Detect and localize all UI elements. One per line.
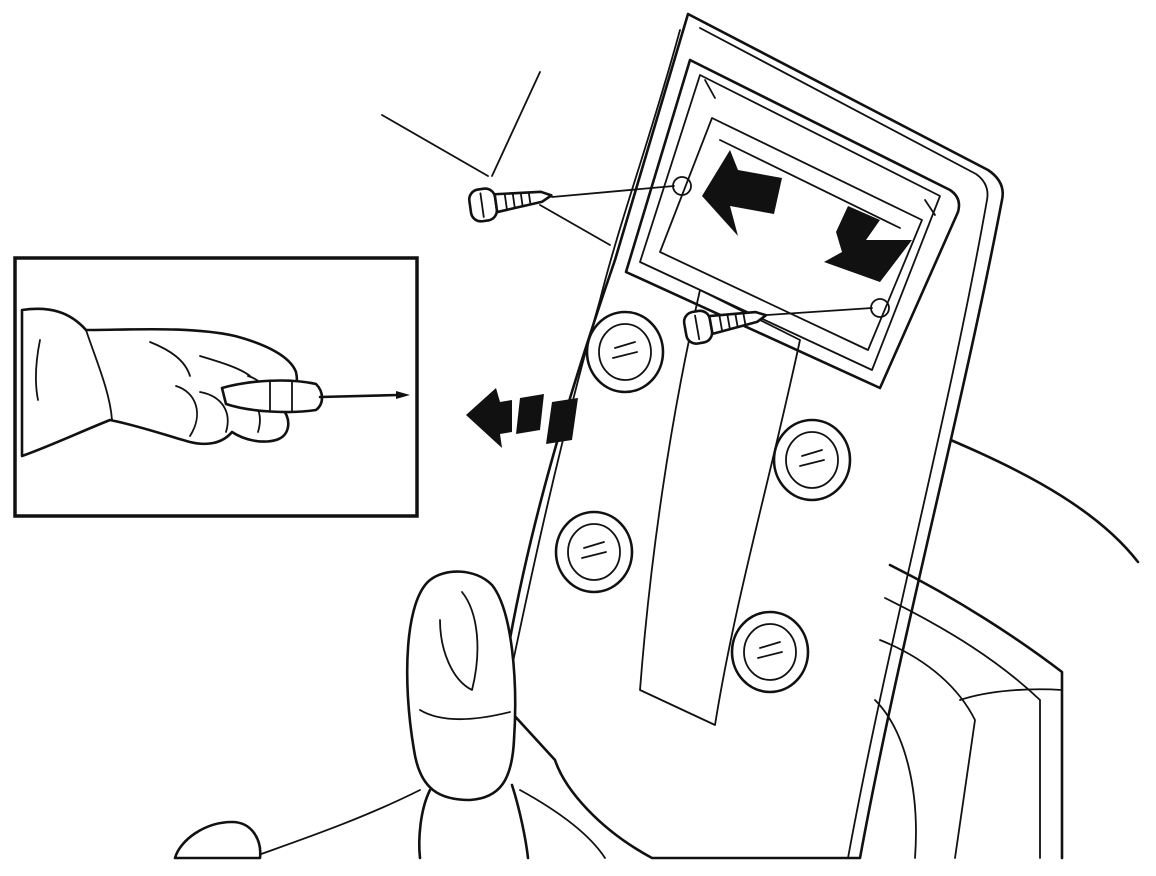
screw-icon <box>682 309 768 345</box>
direction-arrow-icon <box>702 150 782 236</box>
screw-icon <box>467 187 553 223</box>
console-panel-left-edge <box>504 29 681 701</box>
console-panel-outer <box>498 12 1004 860</box>
gear-lever-icon <box>173 570 606 860</box>
inset-detail-box <box>13 256 419 518</box>
control-knob-icon <box>730 610 810 694</box>
control-knob-icon <box>772 418 852 502</box>
display-recess <box>624 58 961 390</box>
callout-leader-lines <box>381 71 611 246</box>
control-knob-icon <box>554 510 634 594</box>
hand-icon <box>20 307 299 458</box>
removal-arrow-icon <box>466 388 578 448</box>
console-panel-inner-edge <box>699 27 989 859</box>
screw-alignment-line <box>766 307 873 316</box>
console-side-structure <box>874 563 1064 860</box>
control-knob-icon <box>585 310 665 394</box>
screwdriver-icon <box>220 379 410 414</box>
direction-arrow-icon <box>824 206 912 282</box>
screw-alignment-line <box>551 185 675 198</box>
